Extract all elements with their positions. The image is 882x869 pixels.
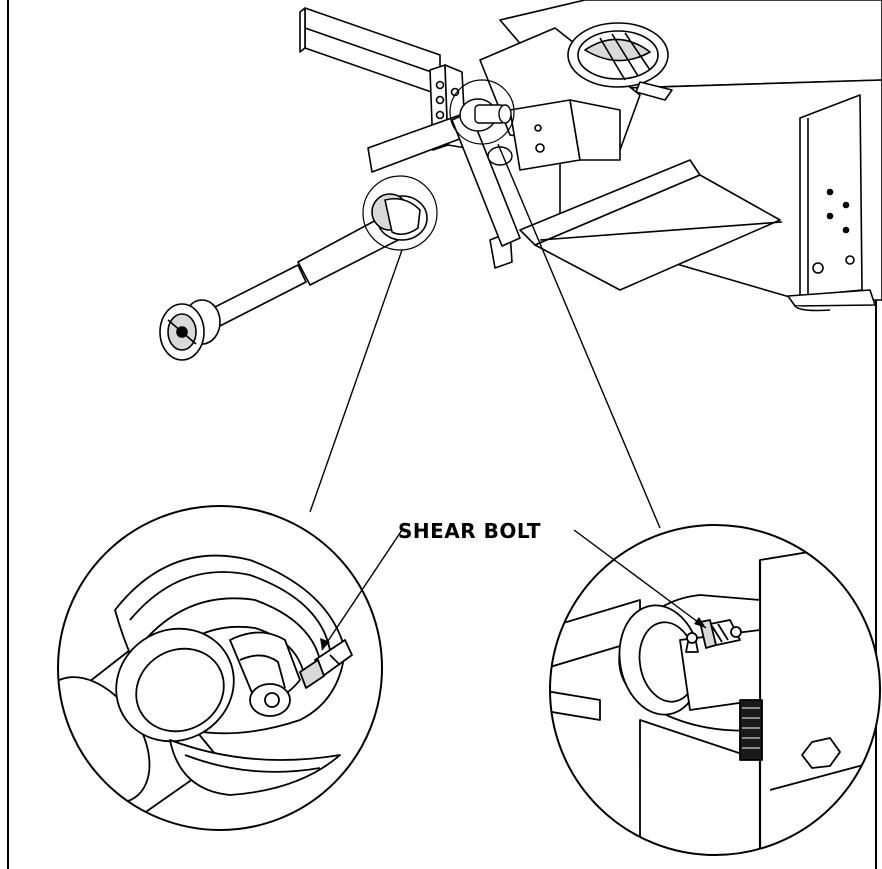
shear-bolt-label: SHEAR BOLT: [398, 519, 541, 543]
gearbox-detail-view: [549, 524, 881, 856]
splined-shaft: [739, 699, 763, 761]
gearbox-detail-ring: [449, 79, 515, 145]
callout-arrowhead-right: [694, 617, 706, 628]
callout-leaders: [321, 529, 707, 651]
gearbox-input-shaft: [459, 98, 513, 166]
callout-arrowhead-left: [320, 638, 330, 650]
driveline-detail-view: [57, 505, 383, 831]
snowblower-housing: [299, 0, 882, 312]
shear-bolt-callout: SHEAR BOLT: [320, 519, 707, 651]
detail-leader-lines: [309, 143, 661, 529]
driveline-detail-ring: [362, 175, 438, 251]
pto-driveline: [159, 193, 428, 361]
